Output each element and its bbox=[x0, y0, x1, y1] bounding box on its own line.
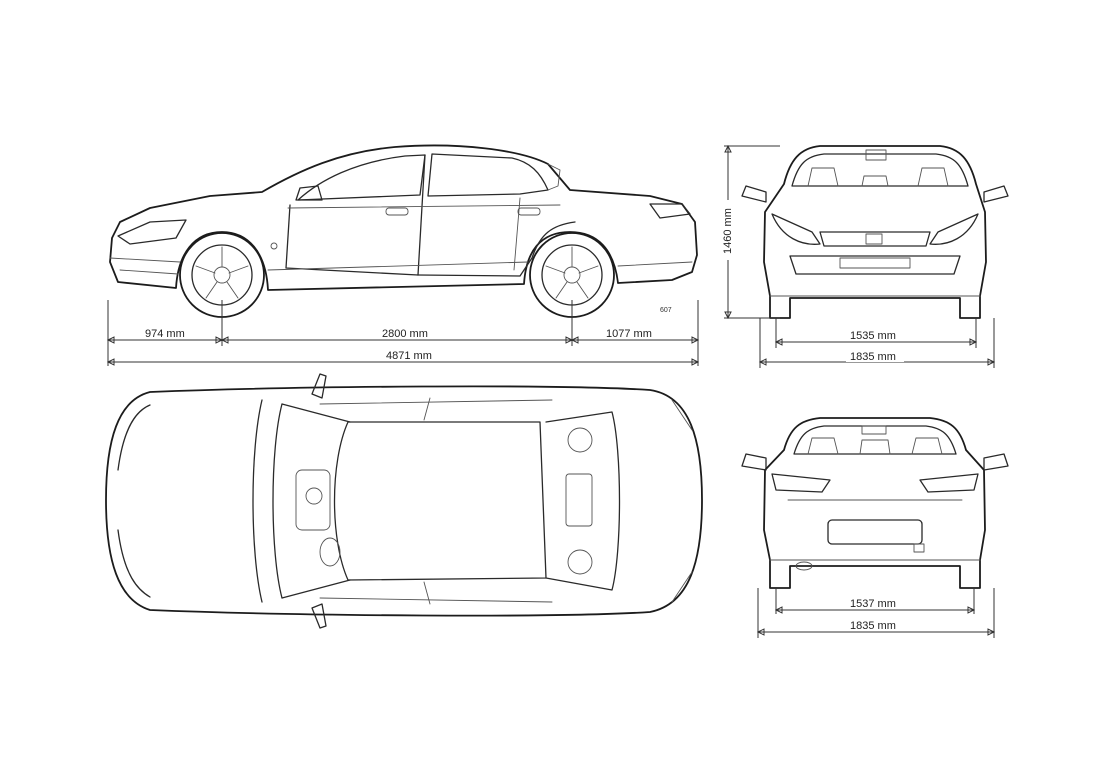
rear-view: 1537 mm 1835 mm bbox=[741, 417, 1009, 638]
dim-overall-length: 4871 mm bbox=[386, 350, 432, 362]
dim-front-width: 1835 mm bbox=[850, 351, 896, 363]
top-view bbox=[105, 373, 703, 629]
side-view: 607 974 mm 2800 mm 1077 mm 4871 mm bbox=[106, 144, 700, 366]
dim-height: 1460 mm bbox=[722, 208, 734, 254]
dim-rear-overhang: 1077 mm bbox=[606, 328, 652, 340]
front-view: 1460 mm 1535 mm 1835 mm bbox=[716, 144, 1009, 368]
side-badge: 607 bbox=[660, 307, 672, 314]
dim-front-overhang: 974 mm bbox=[145, 328, 185, 340]
dim-rear-width: 1835 mm bbox=[850, 620, 896, 632]
dim-wheelbase: 2800 mm bbox=[382, 328, 428, 340]
dim-front-track: 1535 mm bbox=[850, 330, 896, 342]
dim-rear-track: 1537 mm bbox=[850, 598, 896, 610]
